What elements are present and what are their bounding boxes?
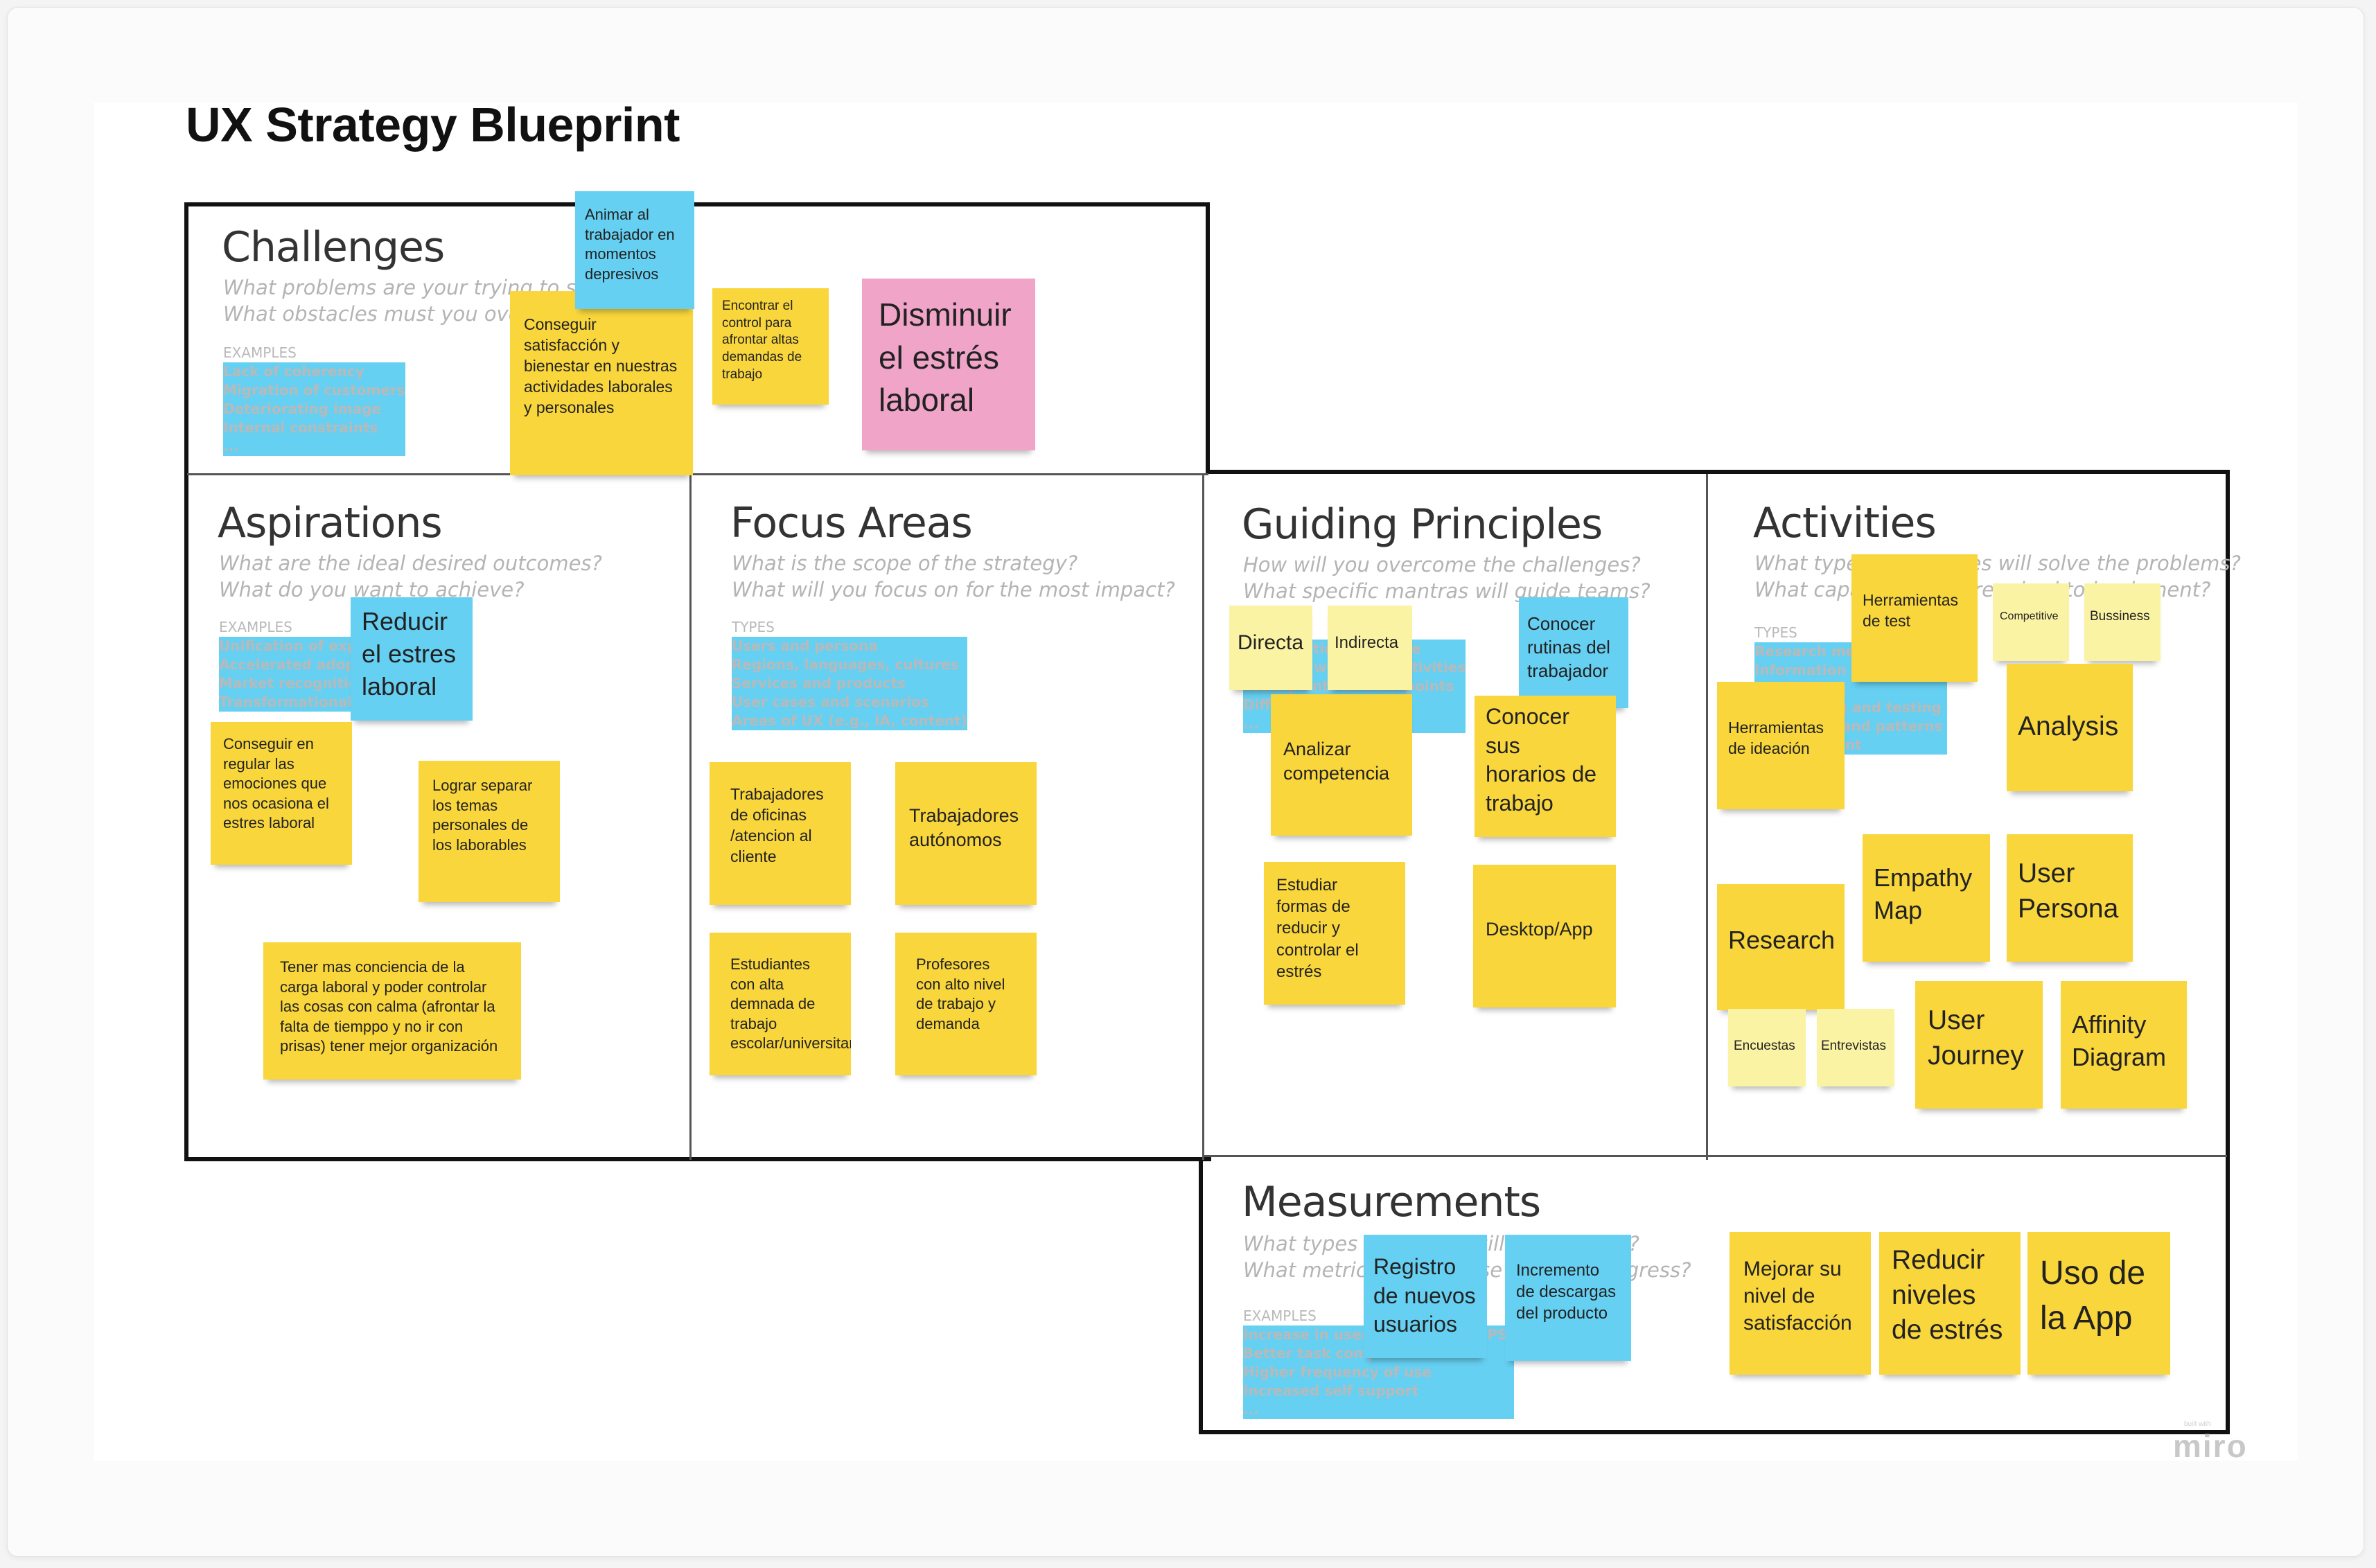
miro-logo: miro [2173,1428,2248,1464]
divider-focus-guiding [1202,474,1204,1160]
focus-areas-question-2: What will you focus on for the most impa… [732,578,1175,601]
aspirations-title: Aspirations [218,499,443,547]
sticky-note[interactable]: Estudiantes con alta demnada de trabajo … [710,933,851,1075]
sticky-note[interactable]: Disminuir el estrés laboral [862,279,1035,450]
divider-measurements-top [1203,1155,2227,1157]
sticky-note[interactable]: Research [1717,884,1845,1010]
sticky-note[interactable]: Analysis [2007,664,2133,791]
guiding-principles-title: Guiding Principles [1242,500,1603,549]
aspirations-examples-heading: EXAMPLES [219,619,292,635]
focus-areas-types: TYPES Users and persona Regions, languag… [732,618,967,730]
example-item: Areas of UX (e.g., IA, content) [732,712,967,730]
sticky-note[interactable]: Lograr separar los temas personales de l… [419,761,560,902]
activities-question-1: What types of activities will solve the … [1754,552,2241,575]
left-border [184,202,188,1161]
challenges-examples-heading: EXAMPLES [223,344,297,361]
example-item: User cases and scenarios [732,693,967,712]
sticky-note[interactable]: Affinity Diagram [2061,981,2187,1109]
example-item: Services and products [732,674,967,693]
example-item: Internal constraints [223,419,405,437]
right-border [2226,470,2230,1434]
example-item: ... [1243,1400,1514,1419]
sticky-note[interactable]: Trabajadores de oficinas /atencion al cl… [710,762,851,905]
bottom-left-border [184,1157,1211,1161]
example-item: Lack of coherency [223,362,405,381]
measurements-border-left [1199,1157,1203,1434]
activities-types-heading: TYPES [1754,624,1797,641]
sticky-note[interactable]: Estudiar formas de reducir y controlar e… [1264,862,1405,1005]
measurements-examples-heading: EXAMPLES [1243,1307,1317,1324]
sticky-note[interactable]: Animar al trabajador en momentos depresi… [575,191,694,309]
example-item: Increased self support [1243,1382,1514,1400]
sticky-note[interactable]: Mejorar su nivel de satisfacción [1730,1232,1871,1375]
sticky-note[interactable]: Indirecta [1328,606,1412,690]
example-item: Deteriorating image [223,400,405,419]
sticky-note[interactable]: Empathy Map [1863,834,1990,962]
sticky-note[interactable]: Registro de nuevos usuarios [1364,1235,1487,1358]
focus-areas-title: Focus Areas [730,499,973,547]
sticky-note[interactable]: Profesores con alto nivel de trabajo y d… [895,933,1037,1075]
sticky-note[interactable]: Directa [1229,606,1312,690]
example-item: Higher frequency of use [1243,1363,1514,1382]
sticky-note[interactable]: Bussiness [2084,583,2161,661]
sticky-note[interactable]: Desktop/App [1473,865,1616,1007]
example-item: Migration of customers [223,381,405,400]
sticky-note[interactable]: Incremento de descargas del producto [1505,1235,1631,1361]
activities-title: Activities [1753,499,1937,547]
sticky-note[interactable]: User Journey [1915,981,2043,1109]
challenges-examples: EXAMPLES Lack of coherency Migration of … [223,344,405,456]
sticky-note[interactable]: Herramientas de test [1851,554,1978,682]
focus-areas-question-1: What is the scope of the strategy? [732,552,1078,575]
challenges-border-right [1206,202,1210,474]
sticky-note[interactable]: Reducir niveles de estrés [1879,1232,2021,1375]
focus-areas-types-heading: TYPES [732,619,775,635]
aspirations-question-1: What are the ideal desired outcomes? [219,552,602,575]
challenges-title: Challenges [222,223,445,272]
example-item: Users and persona [732,637,967,655]
divider-challenges-bottom [187,473,1208,475]
sticky-note[interactable]: Reducir el estres laboral [351,597,473,721]
sticky-note[interactable]: Conocer sus horarios de trabajo [1475,696,1616,837]
sticky-note[interactable]: Trabajadores autónomos [895,762,1037,905]
guiding-principles-question-1: How will you overcome the challenges? [1243,553,1641,576]
sticky-note[interactable]: Competitive [1993,583,2069,661]
example-item: ... [223,437,405,456]
sticky-note[interactable]: Analizar competencia [1271,694,1412,836]
sticky-note[interactable]: Uso de la App [2027,1232,2170,1375]
divider-aspirations-focus [689,474,692,1160]
divider-guiding-activities [1706,474,1708,1160]
example-item: Regions, languages, cultures [732,655,967,674]
sticky-note[interactable]: Entrevistas [1817,1009,1894,1086]
sticky-note[interactable]: Conseguir en regular las emociones que n… [211,722,352,865]
measurements-title: Measurements [1242,1178,1541,1226]
sticky-note[interactable]: Conseguir satisfacción y bienestar en nu… [510,291,693,475]
sticky-note[interactable]: User Persona [2007,834,2133,962]
sticky-note[interactable]: Encontrar el control para afrontar altas… [712,288,829,405]
sticky-note[interactable]: Encuestas [1728,1009,1806,1086]
board-title: UX Strategy Blueprint [186,98,680,152]
measurements-border-bottom [1199,1430,2230,1434]
challenges-border-top [184,202,1210,206]
sticky-note[interactable]: Herramientas de ideación [1717,682,1845,809]
sticky-note[interactable]: Tener mas conciencia de la carga laboral… [263,942,521,1080]
watermark-built-with: built with [2184,1420,2211,1428]
upper-right-border-top [1206,470,2230,474]
sticky-note[interactable]: Conocer rutinas del trabajador [1519,597,1628,708]
